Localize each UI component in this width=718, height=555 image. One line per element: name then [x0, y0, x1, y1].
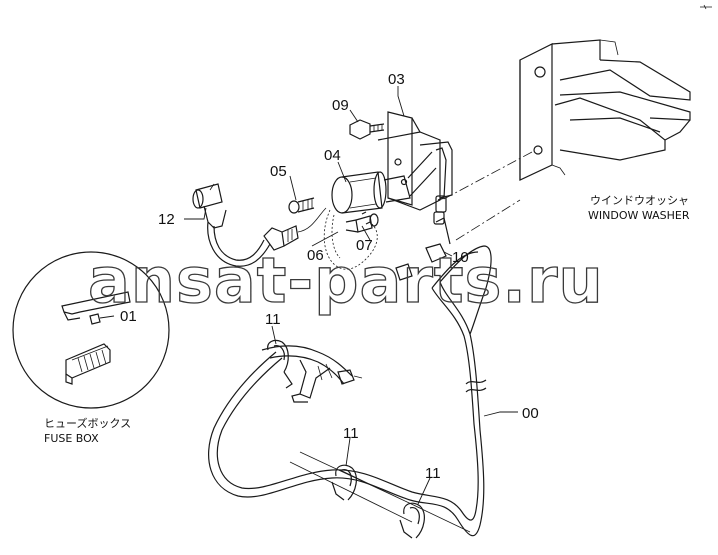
floor-edge — [289, 451, 471, 533]
part-07-screw — [345, 211, 379, 233]
part-05-screw — [288, 197, 315, 214]
part-12-harness — [192, 183, 327, 267]
label-part-05: 05 — [270, 163, 287, 180]
alignment-line — [441, 151, 533, 201]
part-06-chain — [323, 209, 378, 270]
window-washer-bracket — [519, 39, 691, 181]
part-11-clip-b — [331, 464, 357, 501]
label-part-03: 03 — [388, 71, 405, 88]
label-part-11-b: 11 — [343, 425, 359, 442]
part-04-motor — [331, 151, 437, 214]
label-part-00: 00 — [522, 405, 539, 422]
part-00-main-harness — [208, 211, 492, 537]
caption-window-washer-jp: ウインドウオッシャ — [590, 194, 689, 207]
label-part-12: 12 — [158, 211, 175, 228]
label-part-10: 10 — [452, 249, 469, 266]
part-11-clip-a — [267, 339, 293, 389]
part-11-clip-c — [399, 502, 425, 539]
caption-window-washer-en: WINDOW WASHER — [588, 209, 690, 222]
label-part-07: 07 — [356, 237, 373, 254]
corner-mark — [700, 4, 712, 10]
label-part-11-c: 11 — [425, 465, 441, 482]
leader-lines — [99, 86, 518, 505]
caption-fuse-box-en: FUSE BOX — [44, 432, 99, 445]
label-part-11-a: 11 — [265, 311, 281, 328]
watermark-text: ansat-parts.ru — [88, 244, 604, 317]
part-09-bolt — [349, 119, 385, 140]
label-part-09: 09 — [332, 97, 349, 114]
label-part-04: 04 — [324, 147, 341, 164]
caption-fuse-box-jp: ヒューズボックス — [44, 416, 131, 430]
part-03-plate — [377, 111, 453, 213]
harness-branch-left — [261, 345, 363, 403]
label-part-06: 06 — [307, 247, 324, 264]
label-part-01: 01 — [120, 308, 137, 325]
fuse-box-detail — [12, 251, 170, 409]
